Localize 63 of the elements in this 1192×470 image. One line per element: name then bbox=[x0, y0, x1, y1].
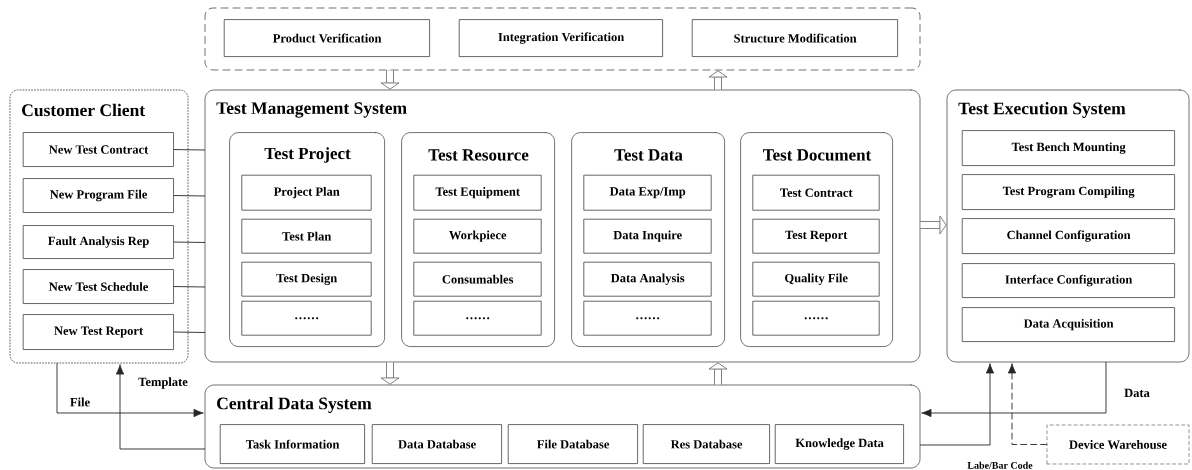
function-box: Task Information bbox=[220, 424, 365, 464]
function-box: Structure Modification bbox=[692, 19, 898, 57]
function-box: New Program File bbox=[23, 178, 174, 213]
warehouse-box: Device Warehouse bbox=[1046, 424, 1190, 465]
function-box: Test Report bbox=[752, 218, 880, 254]
arrow bbox=[1007, 363, 1048, 445]
block-arrow bbox=[380, 362, 400, 385]
function-box: Integration Verification bbox=[459, 19, 663, 57]
function-box: Test Equipment bbox=[413, 174, 542, 211]
panel-heading: Test Document bbox=[763, 149, 872, 161]
function-box: Project Plan bbox=[241, 174, 372, 211]
function-box: Data Database bbox=[372, 424, 502, 464]
function-box: New Test Schedule bbox=[23, 269, 174, 304]
connector-line bbox=[173, 286, 206, 288]
function-box: Test Contract bbox=[752, 174, 880, 211]
panel-heading: Customer Client bbox=[22, 103, 146, 117]
function-box: …… bbox=[413, 300, 542, 336]
block-arrow bbox=[920, 215, 947, 235]
function-box: Data Acquisition bbox=[962, 307, 1175, 342]
panel-heading: Test Resource bbox=[428, 149, 529, 161]
edge-label: Template bbox=[136, 375, 190, 391]
arrow bbox=[56, 363, 204, 418]
connector-line bbox=[173, 149, 206, 151]
block-arrow bbox=[380, 70, 400, 90]
panel-heading: Central Data System bbox=[217, 397, 372, 413]
arrow bbox=[919, 363, 995, 446]
function-box: Test Design bbox=[241, 261, 372, 297]
function-box: Channel Configuration bbox=[962, 218, 1175, 254]
arrow bbox=[921, 361, 1107, 418]
function-box: Knowledge Data bbox=[775, 424, 904, 464]
panel-heading: Test Project bbox=[264, 147, 351, 163]
panel-heading: Test Data bbox=[614, 149, 683, 161]
block-arrow bbox=[708, 362, 728, 385]
function-box: Test Program Compiling bbox=[962, 174, 1175, 210]
arrow bbox=[115, 364, 206, 450]
edge-label: Data bbox=[1122, 387, 1152, 399]
edge-label: File bbox=[68, 396, 92, 408]
function-box: Quality File bbox=[752, 261, 880, 297]
function-box: New Test Contract bbox=[23, 132, 174, 167]
connector-line bbox=[173, 331, 206, 333]
panel-heading: Test Management System bbox=[216, 102, 407, 118]
edge-label: Labe/Bar Code bbox=[965, 460, 1035, 470]
panel-heading: Test Execution System bbox=[958, 102, 1126, 118]
function-box: Data Exp/Imp bbox=[583, 174, 712, 211]
function-box: Workpiece bbox=[413, 218, 542, 254]
function-box: Res Database bbox=[643, 424, 770, 464]
function-box: …… bbox=[752, 300, 880, 336]
function-box: File Database bbox=[508, 424, 638, 464]
connector-line bbox=[173, 241, 206, 243]
function-box: Interface Configuration bbox=[962, 263, 1175, 298]
function-box: Data Inquire bbox=[583, 218, 712, 254]
function-box: Consumables bbox=[413, 261, 542, 297]
function-box: New Test Report bbox=[23, 314, 174, 350]
function-box: Data Analysis bbox=[583, 261, 712, 297]
function-box: Test Bench Mounting bbox=[962, 130, 1175, 166]
function-box: …… bbox=[241, 300, 372, 336]
function-box: …… bbox=[583, 300, 712, 336]
function-box: Test Plan bbox=[241, 218, 372, 254]
dashed-group-frame bbox=[204, 7, 921, 71]
block-arrow bbox=[708, 70, 728, 90]
connector-line bbox=[173, 195, 206, 197]
function-box: Product Verification bbox=[224, 19, 430, 57]
function-box: Fault Analysis Rep bbox=[23, 225, 174, 259]
